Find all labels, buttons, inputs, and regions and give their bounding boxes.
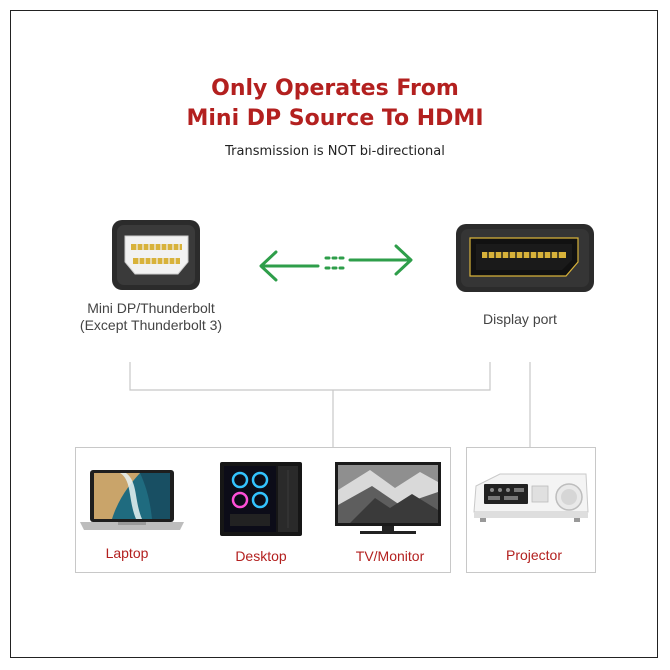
source-label-line-1: Mini DP/Thunderbolt [87,300,215,316]
target-label: Display port [483,311,557,327]
subtitle: Transmission is NOT bi-directional [225,144,445,159]
desktop-icon [220,462,302,536]
device-label-tv-monitor: TV/Monitor [355,548,425,564]
devices-box [75,447,451,573]
projector-box [466,447,596,573]
source-label-line-2: (Except Thunderbolt 3) [79,317,223,333]
device-label-desktop: Desktop [235,548,287,564]
displayport-connector-icon [456,224,594,292]
arrow-icon [259,244,413,282]
laptop-icon [80,470,184,530]
device-label-laptop: Laptop [105,545,149,561]
title-line-1: Only Operates From [211,76,459,101]
mini-dp-connector-icon [112,220,200,290]
figure-frame [10,10,658,658]
monitor-icon [335,462,441,534]
projector-icon [473,473,589,522]
connector-lines [129,362,531,447]
title-line-2: Mini DP Source To HDMI [186,106,484,131]
device-label-projector: Projector [505,547,563,563]
source-label: Mini DP/Thunderbolt (Except Thunderbolt … [60,300,242,334]
